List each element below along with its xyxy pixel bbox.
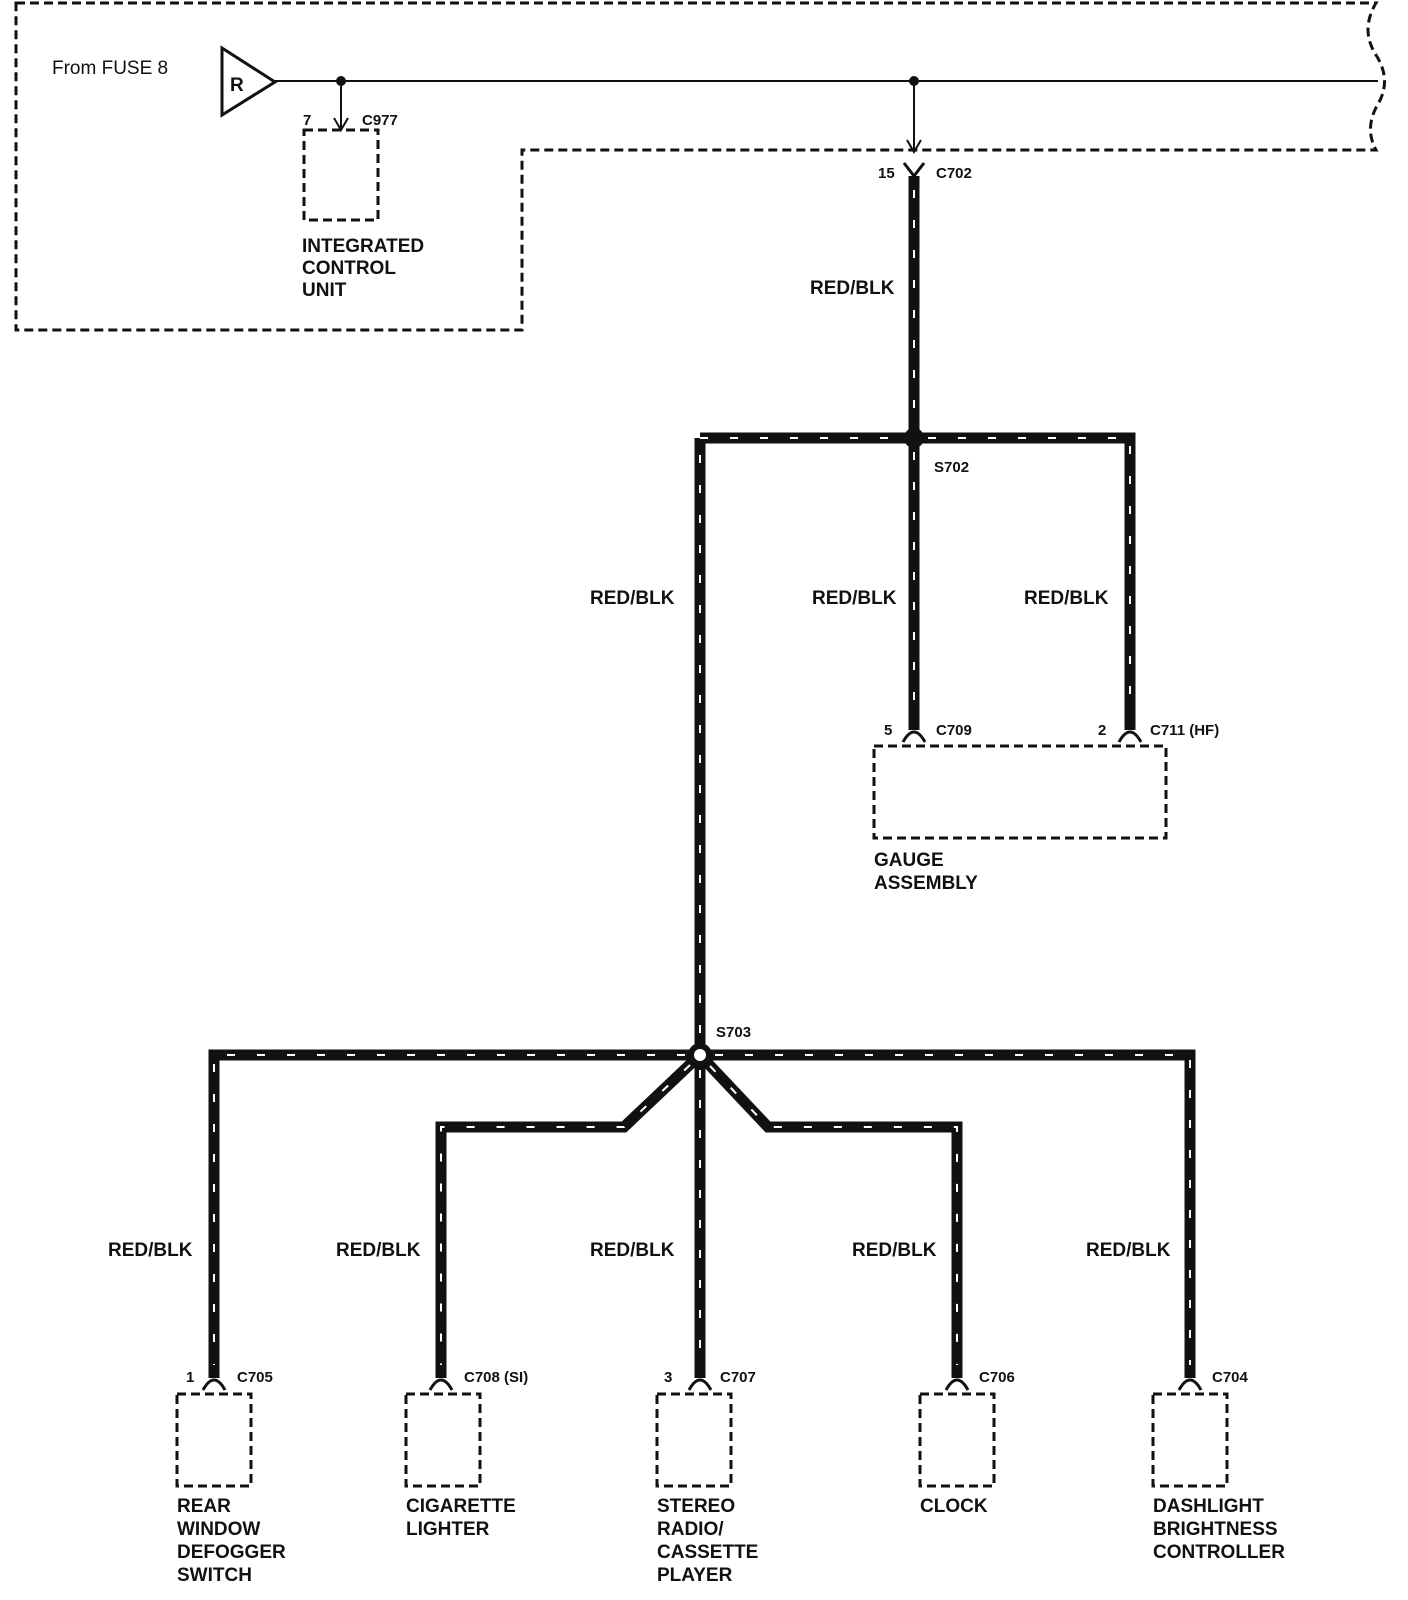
wire-s702-c711 [914,432,1136,730]
stereo-label-line4: PLAYER [657,1565,733,1586]
lighter-label-line1: CIGARETTE [406,1496,516,1517]
c711-label: C711 (HF) [1150,722,1219,739]
splice-s702-label: S702 [934,459,969,476]
splice-s702-dot [904,428,924,448]
defogger-label-line3: DEFOGGER [177,1542,286,1563]
c704-label: C704 [1212,1369,1249,1386]
dashlight-label-line1: DASHLIGHT [1153,1496,1264,1517]
c706-label: C706 [979,1369,1015,1386]
wirecolor-s702-s703: RED/BLK [590,588,675,609]
c707-connector-icon [687,1378,713,1391]
c702-arrow-icon [906,139,922,154]
gauge-assembly-box [872,744,1168,840]
c705-pin: 1 [186,1369,194,1386]
c707-label: C707 [720,1369,756,1386]
wire-s703-c706 [696,1051,963,1378]
icu-label-line2: CONTROL [302,258,396,279]
c709-pin: 5 [884,722,892,739]
defogger-label-line1: REAR [177,1496,231,1517]
wire-s703-c704 [700,1049,1196,1378]
c705-connector-icon [201,1378,227,1391]
dashlight-label-line2: BRIGHTNESS [1153,1519,1278,1540]
wirecolor-c708: RED/BLK [336,1240,421,1261]
lighter-label-line2: LIGHTER [406,1519,490,1540]
c705-label: C705 [237,1369,273,1386]
wirecolor-s702-c709: RED/BLK [812,588,897,609]
stereo-label-line3: CASSETTE [657,1542,758,1563]
c707-pin: 3 [664,1369,672,1386]
c702-pin: 15 [878,165,895,182]
icu-label-line3: UNIT [302,280,347,301]
c709-connector-icon [901,730,927,743]
icu-label-line1: INTEGRATED [302,236,424,257]
wirecolor-c706: RED/BLK [852,1240,937,1261]
c977-pin: 7 [303,112,311,129]
icu-box [302,128,380,222]
fuse-box-outline [14,1,1386,332]
c704-connector-icon [1177,1378,1203,1391]
c708-connector-icon [428,1378,454,1391]
defogger-label-line2: WINDOW [177,1519,260,1540]
stereo-label-line1: STEREO [657,1496,735,1517]
dashlight-label-line3: CONTROLLER [1153,1542,1285,1563]
wire-stripes [213,190,1191,1365]
defogger-label-line4: SWITCH [177,1565,252,1586]
heavy-wires [208,176,1196,1378]
wire-s703-c708 [435,1051,704,1378]
wirecolor-s702-c711: RED/BLK [1024,588,1109,609]
dashlight-controller-box [1151,1392,1229,1488]
stereo-label-line2: RADIO/ [657,1519,724,1540]
c708-label: C708 (SI) [464,1369,528,1386]
source-symbol: R [230,75,244,96]
c702-label: C702 [936,165,972,182]
fuse-source-triangle [220,45,278,118]
wirecolor-c702-s702: RED/BLK [810,278,895,299]
c711-connector-icon [1117,730,1143,743]
c702-connector-icon [902,162,926,179]
gauge-label-line2: ASSEMBLY [874,873,978,894]
source-label: From FUSE 8 [52,58,168,79]
cigarette-lighter-box [404,1392,482,1488]
stereo-radio-box [655,1392,733,1488]
c977-label: C977 [362,112,398,129]
gauge-label-line1: GAUGE [874,850,944,871]
clock-box [918,1392,996,1488]
defogger-switch-box [175,1392,253,1488]
wirecolor-c704: RED/BLK [1086,1240,1171,1261]
wire-s703-c705 [208,1049,700,1378]
splice-s703-ring [694,1049,706,1061]
wirecolor-c707: RED/BLK [590,1240,675,1261]
wirecolor-c705: RED/BLK [108,1240,193,1261]
c706-connector-icon [944,1378,970,1391]
splice-s703-label: S703 [716,1024,751,1041]
clock-label-line1: CLOCK [920,1496,988,1517]
c711-pin: 2 [1098,722,1106,739]
c709-label: C709 [936,722,972,739]
